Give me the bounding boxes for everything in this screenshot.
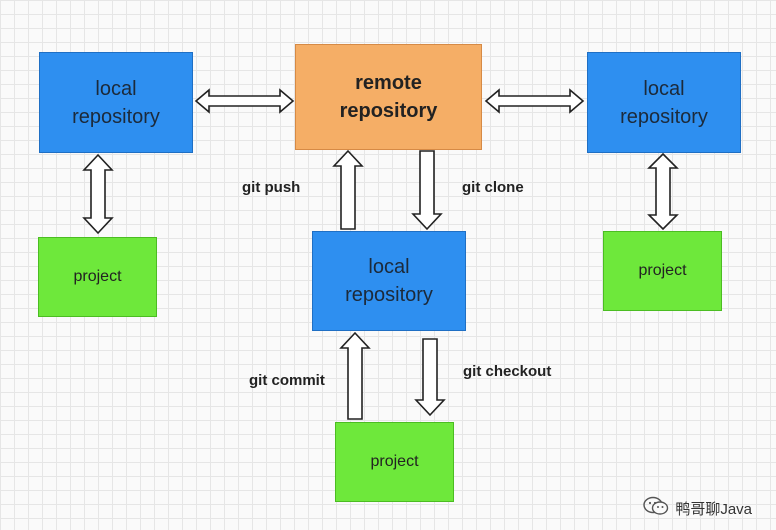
project-bottom: project — [335, 422, 454, 502]
watermark: 鸭哥聊Java — [643, 496, 752, 520]
watermark-text: 鸭哥聊Java — [675, 500, 752, 518]
git-push-label: git push — [242, 179, 301, 196]
local-repository-left: local repository — [39, 52, 193, 153]
git-clone-arrow — [411, 150, 443, 231]
git-commit-label: git commit — [249, 372, 325, 389]
git-clone-label: git clone — [462, 179, 524, 196]
double-arrow-right-project — [647, 152, 679, 231]
double-arrow-left-remote — [194, 88, 295, 114]
git-checkout-arrow — [414, 338, 446, 417]
double-arrow-remote-right — [484, 88, 585, 114]
git-push-arrow — [332, 149, 364, 230]
remote-repository: remote repository — [295, 44, 482, 150]
git-commit-arrow — [339, 331, 371, 420]
local-repository-center: local repository — [312, 231, 466, 331]
double-arrow-left-project — [82, 153, 114, 235]
git-checkout-label: git checkout — [463, 363, 552, 380]
project-left: project — [38, 237, 157, 317]
wechat-icon — [643, 496, 669, 520]
local-repository-right: local repository — [587, 52, 741, 153]
project-right: project — [603, 231, 722, 311]
